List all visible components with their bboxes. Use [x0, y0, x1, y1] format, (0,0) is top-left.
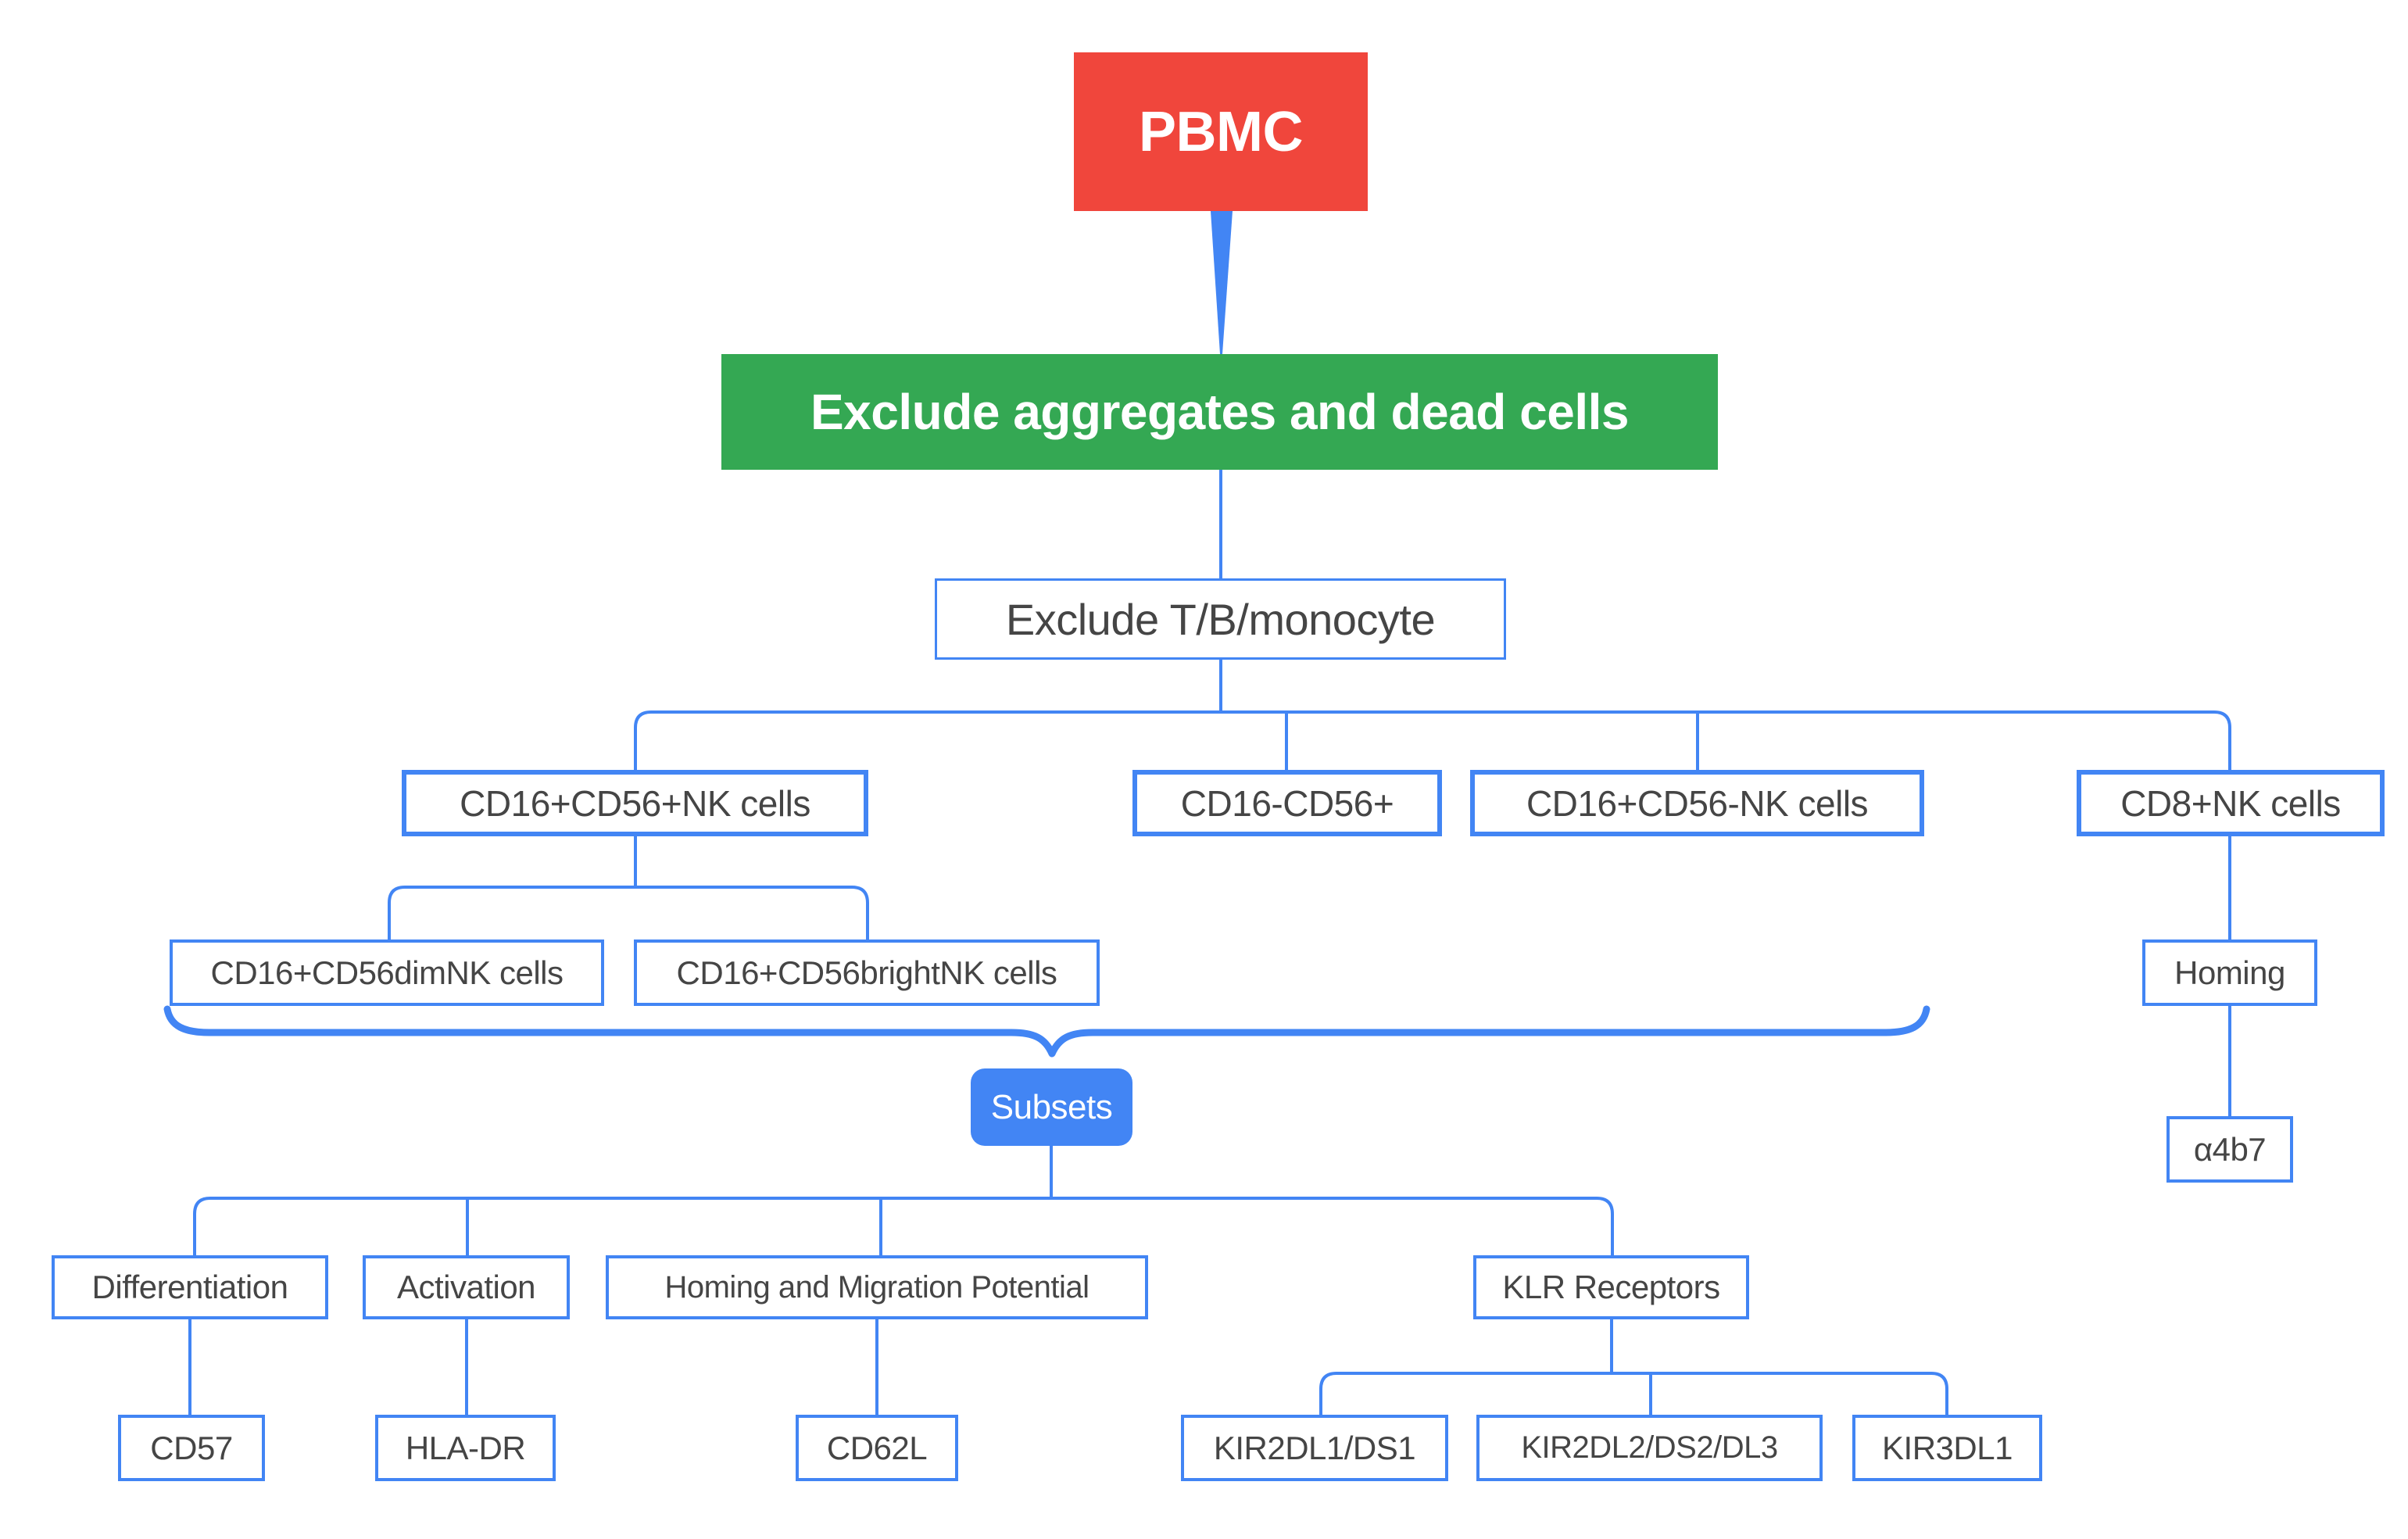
node-a4b7: α4b7	[2166, 1116, 2293, 1183]
node-cd16pos-cd56pos-nk-cells: CD16+CD56+NK cells	[402, 770, 868, 836]
node-cd16neg-cd56pos: CD16-CD56+	[1132, 770, 1442, 836]
edge-level2-trunk	[388, 886, 869, 940]
node-exclude-aggregates: Exclude aggregates and dead cells	[721, 354, 1718, 470]
node-cd16pos-cd56neg-nk-cells: CD16+CD56-NK cells	[1470, 770, 1924, 836]
node-cd57: CD57	[118, 1415, 265, 1481]
node-homing-and-migration-potential: Homing and Migration Potential	[606, 1255, 1148, 1319]
node-cd62l: CD62L	[796, 1415, 958, 1481]
edge-pbmc-needle	[1211, 211, 1233, 354]
node-kir2dl2-ds2-dl3: KIR2DL2/DS2/DL3	[1476, 1415, 1823, 1481]
edge-level1-trunk	[634, 710, 2231, 770]
edge-categories-trunk	[193, 1197, 1614, 1255]
node-kir2dl1-ds1: KIR2DL1/DS1	[1181, 1415, 1448, 1481]
node-kir3dl1: KIR3DL1	[1852, 1415, 2042, 1481]
edge-klr-trunk	[1319, 1372, 1948, 1415]
brace-subsets	[163, 1005, 1930, 1058]
node-subsets: Subsets	[971, 1068, 1132, 1146]
node-differentiation: Differentiation	[52, 1255, 328, 1319]
node-pbmc: PBMC	[1074, 52, 1368, 211]
node-activation: Activation	[363, 1255, 570, 1319]
node-cd16-cd56dim-nk-cells: CD16+CD56dimNK cells	[170, 940, 604, 1006]
node-cd16-cd56bright-nk-cells: CD16+CD56brightNK cells	[634, 940, 1100, 1006]
node-hla-dr: HLA-DR	[375, 1415, 556, 1481]
node-exclude-t-b-monocyte: Exclude T/B/monocyte	[935, 578, 1506, 660]
node-klr-receptors: KLR Receptors	[1473, 1255, 1749, 1319]
node-homing: Homing	[2142, 940, 2317, 1006]
node-cd8pos-nk-cells: CD8+NK cells	[2077, 770, 2385, 836]
